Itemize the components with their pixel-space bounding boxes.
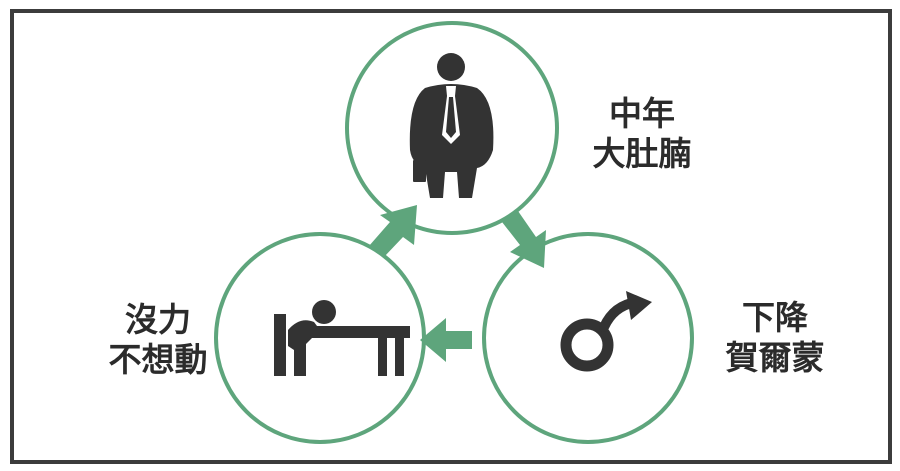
- circle-right: [482, 232, 694, 444]
- arrow-top-to-right: [502, 211, 546, 268]
- tired-person-at-desk-icon: [274, 300, 410, 376]
- arrow-right-to-left: [420, 318, 472, 362]
- label-right-node: 下降 賀爾蒙: [705, 298, 845, 378]
- label-left-line-2: 不想動: [108, 340, 208, 379]
- male-symbol-icon: [560, 291, 652, 372]
- label-top-line-2: 大肚腩: [592, 134, 692, 173]
- label-right-line-2: 賀爾蒙: [725, 338, 825, 377]
- label-left-line-1: 沒力: [125, 300, 191, 339]
- label-left-node: 沒力 不想動: [88, 300, 228, 380]
- businessman-overweight-icon: [409, 53, 494, 198]
- label-top-line-1: 中年: [609, 94, 675, 133]
- arrow-left-to-top: [369, 205, 417, 257]
- label-right-line-1: 下降: [742, 298, 808, 337]
- label-top-node: 中年 大肚腩: [572, 94, 712, 174]
